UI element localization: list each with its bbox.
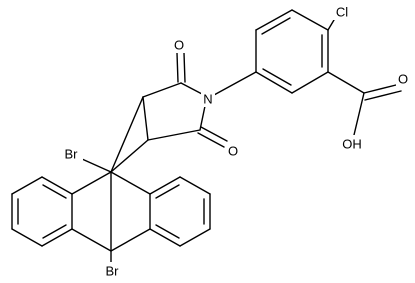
label-background [60,145,83,162]
oxygen-label-carbonyl: O [398,72,408,87]
hydroxyl-label: OH [342,137,362,152]
bond [41,228,73,247]
bond [71,228,112,252]
bond [197,132,225,148]
bond [327,71,365,94]
bond [42,224,67,239]
bond [176,52,179,83]
label-background [226,142,240,159]
bond [142,96,149,141]
bond [179,176,211,195]
bond [149,176,181,195]
atom-oh: OH [340,135,364,152]
atom-o-bottom: O [226,142,240,159]
bond [180,82,203,95]
bond [262,68,292,86]
atom-labels: Br Br O O N Cl O OH [60,3,410,279]
bond [200,126,228,142]
label-background [101,262,124,279]
label-background [201,90,215,107]
atom-br-top: Br [60,145,83,162]
bond [364,90,402,101]
oxygen-label-imide-top: O [174,38,184,53]
atom-br-bottom: Br [101,262,124,279]
bond [110,139,149,173]
label-background [172,36,186,53]
bond [155,224,180,239]
bond [41,176,73,195]
atom-n: N [201,90,215,107]
bromine-label-bottom: Br [106,264,120,279]
label-background [332,3,352,20]
bond [291,71,329,94]
atom-o-carbonyl: O [396,70,410,87]
label-background [396,70,410,87]
bond [291,9,329,31]
atom-cl: Cl [332,3,352,20]
chlorine-label: Cl [336,5,348,20]
bond [261,17,291,35]
bond [81,158,112,173]
bond [110,228,151,252]
bromine-label-top: Br [65,147,79,162]
bond [183,52,186,83]
bond [363,83,401,94]
bond [213,71,257,96]
bond [71,171,112,195]
bond [11,176,43,195]
nitrogen-label: N [203,92,212,107]
bond [149,228,181,247]
bond [255,9,293,31]
bond [179,228,211,247]
bonds [11,9,402,263]
bond [155,184,180,199]
bond [142,82,182,98]
bond [147,129,201,141]
bond [327,19,335,31]
bond [255,71,293,94]
bond [199,105,206,131]
atom-o-top: O [172,36,186,53]
label-background [340,135,364,152]
bond [42,184,67,199]
bond [110,96,144,173]
bond [110,171,151,195]
bond [353,92,365,136]
bond [11,228,43,247]
oxygen-label-imide-bottom: O [228,144,238,159]
